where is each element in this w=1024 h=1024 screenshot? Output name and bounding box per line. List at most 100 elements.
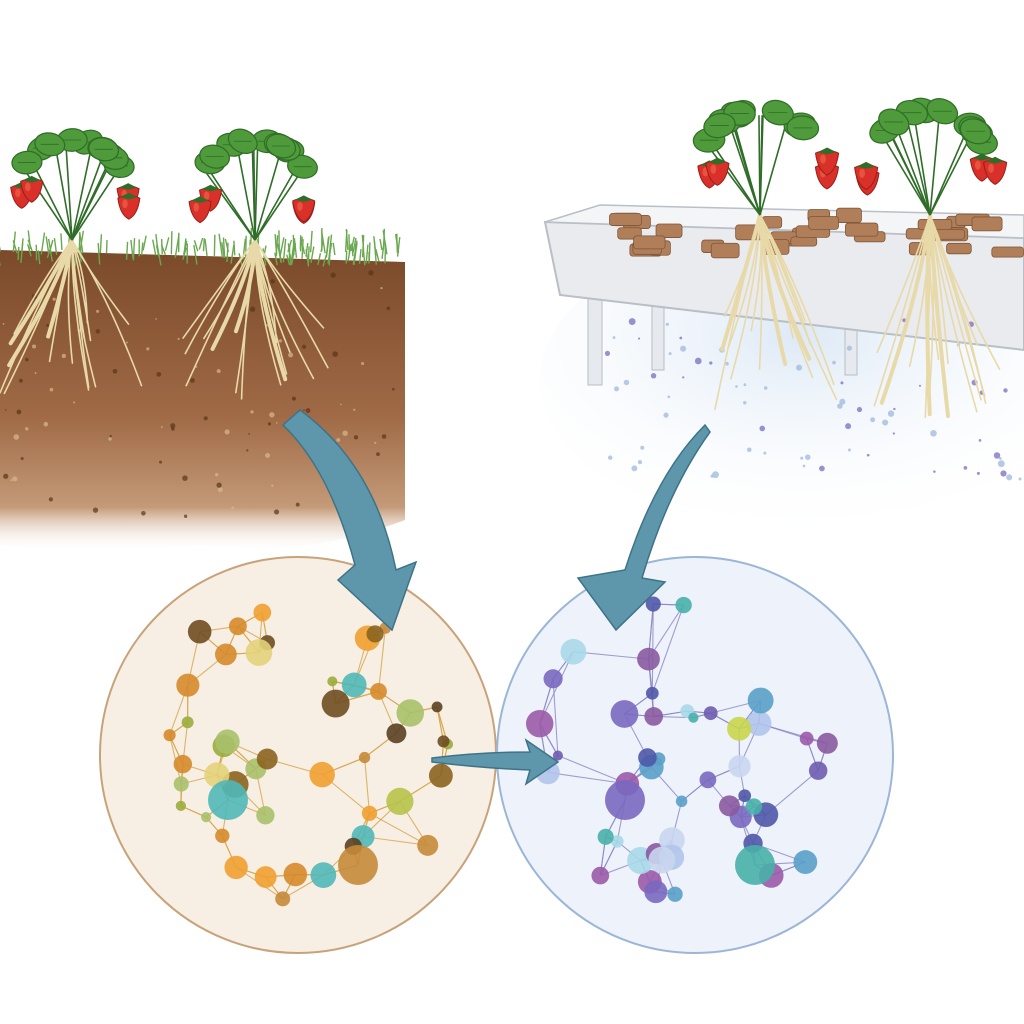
water-droplet	[735, 385, 738, 388]
stem	[236, 147, 256, 241]
grass-blade	[132, 238, 136, 261]
microbe-node	[793, 850, 818, 874]
strawberry-highlight	[710, 164, 717, 174]
soil-particle	[25, 357, 29, 362]
water-droplet	[1003, 388, 1008, 393]
grass-blade	[365, 244, 369, 264]
water-droplet	[694, 357, 702, 365]
stem	[929, 128, 969, 216]
substrate-chunk	[633, 235, 666, 250]
stem	[759, 121, 788, 216]
soil-particle	[141, 511, 146, 516]
stem	[252, 145, 256, 241]
microbe-node	[645, 596, 661, 612]
network-edge	[547, 771, 628, 785]
soil-particle	[273, 509, 280, 515]
strawberry-highlight	[974, 160, 981, 170]
grass-blade	[286, 254, 291, 266]
root	[203, 239, 256, 340]
soil-particle	[155, 318, 157, 320]
microbe-node	[675, 795, 688, 808]
grass-blade	[317, 253, 322, 265]
strawberry-highlight	[820, 154, 826, 164]
microbe-node	[816, 732, 838, 754]
microbe-node	[728, 755, 751, 778]
soil-particle	[380, 286, 383, 290]
stem	[913, 117, 931, 216]
tray-legs	[587, 294, 858, 386]
soil-particle	[302, 344, 307, 349]
soil-particle	[92, 507, 99, 513]
soil-particle	[231, 506, 235, 510]
soil-particle	[52, 297, 56, 301]
substrate-chunk	[836, 207, 862, 223]
water-droplet	[710, 474, 714, 478]
microbe-node	[738, 789, 752, 803]
soil-particle	[160, 426, 163, 428]
soil-particle	[203, 416, 208, 421]
water-droplet	[607, 455, 613, 460]
microbe-node	[648, 846, 676, 874]
grass-blade	[290, 242, 297, 266]
grass-blade	[193, 244, 198, 265]
grass-blade	[198, 237, 204, 250]
water-droplet	[930, 430, 937, 437]
soil-particle	[32, 344, 37, 349]
soil-particle	[4, 409, 7, 411]
soil-particle	[34, 372, 37, 374]
microbe-node	[610, 700, 639, 728]
strawberry-calyx	[817, 147, 837, 155]
stem	[759, 115, 763, 216]
substrate-chunk	[609, 212, 642, 226]
grass-blade	[293, 238, 298, 258]
water-droplet	[902, 318, 906, 323]
root	[929, 214, 978, 413]
grass-blade	[327, 242, 333, 264]
grass-blade	[350, 236, 356, 252]
network-edge	[552, 678, 559, 756]
water-droplet	[712, 471, 719, 479]
grass-blade	[368, 242, 371, 262]
grass-blade	[47, 238, 53, 262]
grass-blade	[301, 239, 304, 259]
strawberry-calyx	[708, 157, 727, 165]
stem	[71, 169, 119, 241]
grass-blade	[99, 234, 103, 254]
water-droplet	[668, 352, 672, 356]
strawberry-calyx	[856, 161, 876, 169]
water-droplet	[650, 373, 657, 379]
soil-particle	[340, 403, 342, 406]
water-droplet	[933, 470, 936, 473]
water-droplet	[976, 471, 980, 475]
microbe-node	[386, 723, 407, 744]
soil-to-network-arrow	[281, 409, 418, 632]
grass-blade	[375, 248, 380, 262]
root	[210, 238, 257, 352]
soil-particle	[49, 387, 54, 392]
soil-particle	[288, 352, 294, 358]
microbe-node	[321, 689, 350, 718]
soil-particle	[336, 438, 341, 442]
microbe-node	[361, 805, 378, 821]
soil-particle	[250, 410, 254, 414]
root	[730, 214, 761, 380]
grass-blade	[226, 242, 229, 263]
water-droplets	[604, 318, 1022, 481]
strawberry-highlight	[988, 163, 994, 173]
microbe-node	[386, 787, 414, 816]
microbe-node	[808, 761, 828, 780]
water-droplet	[682, 376, 685, 379]
microbe-node	[552, 750, 563, 761]
water-droplet	[663, 412, 669, 418]
grass-blade	[358, 248, 362, 264]
grass-blade	[381, 240, 385, 259]
soil-particle	[249, 306, 256, 312]
grass-blade	[310, 246, 315, 263]
stem	[883, 137, 931, 216]
root	[759, 214, 838, 401]
water-droplet	[993, 452, 1001, 459]
stem	[254, 164, 299, 241]
microbe-node	[735, 845, 775, 885]
water-droplet	[870, 417, 876, 423]
microbe-node	[201, 812, 212, 823]
